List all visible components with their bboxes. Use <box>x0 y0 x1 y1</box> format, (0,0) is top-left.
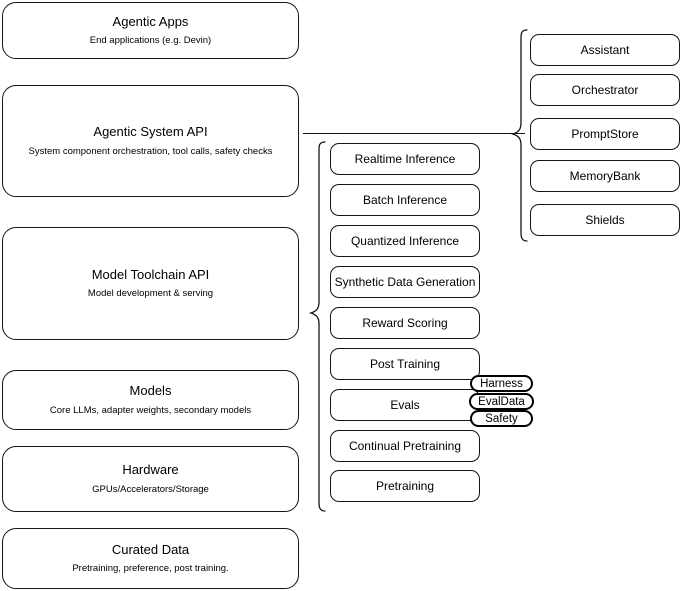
toolchain-item-quantized-inference[interactable]: Quantized Inference <box>330 225 480 257</box>
system-component-promptstore[interactable]: PromptStore <box>530 118 680 150</box>
eval-badge-safety[interactable]: Safety <box>470 410 533 427</box>
chip-label: Evals <box>390 398 420 412</box>
eval-badge-evaldata[interactable]: EvalData <box>469 393 534 410</box>
stack-layer-curated-data[interactable]: Curated Data Pretraining, preference, po… <box>2 528 299 589</box>
chip-label: Continual Pretraining <box>348 439 462 453</box>
layer-title: Agentic System API <box>93 124 208 140</box>
layer-title: Models <box>129 383 172 399</box>
system-component-shields[interactable]: Shields <box>530 204 680 236</box>
toolchain-item-batch-inference[interactable]: Batch Inference <box>330 184 480 216</box>
chip-label: Assistant <box>580 43 630 57</box>
layer-subtitle: Pretraining, preference, post training. <box>72 563 229 575</box>
brace-system-components <box>510 28 528 244</box>
chip-label: Post Training <box>369 357 441 371</box>
stack-layer-model-toolchain-api[interactable]: Model Toolchain API Model development & … <box>2 227 299 340</box>
system-component-memorybank[interactable]: MemoryBank <box>530 160 680 192</box>
layer-subtitle: Model development & serving <box>87 288 214 300</box>
toolchain-item-reward-scoring[interactable]: Reward Scoring <box>330 307 480 339</box>
chip-label: Reward Scoring <box>362 316 448 330</box>
chip-label: Synthetic Data Generation <box>334 275 476 289</box>
system-component-assistant[interactable]: Assistant <box>530 34 680 66</box>
layer-title: Curated Data <box>111 541 190 557</box>
toolchain-item-evals[interactable]: Evals <box>330 389 480 421</box>
layer-subtitle: End applications (e.g. Devin) <box>89 35 212 47</box>
toolchain-item-continual-pretraining[interactable]: Continual Pretraining <box>330 430 480 462</box>
toolchain-item-realtime-inference[interactable]: Realtime Inference <box>330 143 480 175</box>
toolchain-item-pretraining[interactable]: Pretraining <box>330 470 480 502</box>
stack-layer-agentic-system-api[interactable]: Agentic System API System component orch… <box>2 85 299 197</box>
chip-label: Realtime Inference <box>354 152 456 166</box>
connector-system-api-to-components <box>303 133 525 134</box>
brace-toolchain <box>308 140 326 514</box>
layer-subtitle: GPUs/Accelerators/Storage <box>92 483 209 495</box>
chip-label: Shields <box>585 213 625 227</box>
stack-layer-agentic-apps[interactable]: Agentic Apps End applications (e.g. Devi… <box>2 2 299 59</box>
eval-badge-harness[interactable]: Harness <box>470 375 533 392</box>
layer-subtitle: Core LLMs, adapter weights, secondary mo… <box>49 404 252 416</box>
stack-layer-hardware[interactable]: Hardware GPUs/Accelerators/Storage <box>2 446 299 512</box>
layer-title: Model Toolchain API <box>91 266 210 282</box>
chip-label: Batch Inference <box>362 193 448 207</box>
pill-label: Safety <box>485 412 518 425</box>
chip-label: Orchestrator <box>571 83 639 97</box>
layer-title: Hardware <box>122 462 179 478</box>
pill-label: Harness <box>480 377 523 390</box>
layer-subtitle: System component orchestration, tool cal… <box>28 145 273 157</box>
toolchain-item-synthetic-data-generation[interactable]: Synthetic Data Generation <box>330 266 480 298</box>
chip-label: Quantized Inference <box>350 234 460 248</box>
stack-layer-models[interactable]: Models Core LLMs, adapter weights, secon… <box>2 370 299 430</box>
chip-label: PromptStore <box>571 127 639 141</box>
layer-title: Agentic Apps <box>112 13 189 29</box>
toolchain-item-post-training[interactable]: Post Training <box>330 348 480 380</box>
pill-label: EvalData <box>478 395 525 408</box>
chip-label: Pretraining <box>375 479 435 493</box>
system-component-orchestrator[interactable]: Orchestrator <box>530 74 680 106</box>
chip-label: MemoryBank <box>569 169 641 183</box>
